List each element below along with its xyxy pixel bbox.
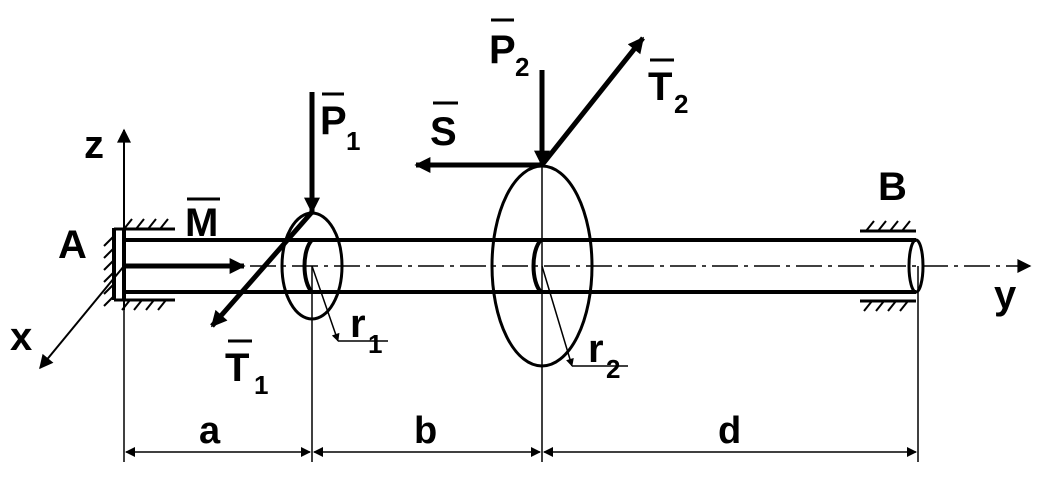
- extension-lines: [123, 70, 919, 462]
- label-radius-1-sub: 1: [368, 329, 382, 359]
- label-axis-y: y: [994, 273, 1017, 317]
- label-force-p2: P: [489, 28, 516, 72]
- label-force-p1: P: [320, 99, 347, 143]
- force-t1-arrow: [210, 210, 314, 328]
- force-t2-arrow: [540, 36, 645, 167]
- label-force-t2: T: [648, 65, 672, 109]
- label-dimension-b: b: [414, 410, 437, 452]
- label-force-t1-sub: 1: [254, 370, 268, 400]
- label-radius-2: r: [588, 327, 604, 371]
- label-radius-1: r: [350, 302, 366, 346]
- label-dimension-a: a: [199, 410, 221, 452]
- label-axis-x: x: [10, 315, 32, 359]
- label-force-p2-sub: 2: [515, 52, 529, 82]
- label-support-a: A: [58, 223, 87, 267]
- label-force-t1: T: [225, 346, 249, 390]
- support-a: [103, 218, 175, 311]
- label-force-t2-sub: 2: [674, 89, 688, 119]
- label-moment: M: [185, 201, 218, 245]
- support-b: [860, 220, 916, 312]
- label-force-p1-sub: 1: [346, 126, 360, 156]
- label-axis-z: z: [84, 123, 104, 167]
- label-radius-2-sub: 2: [606, 354, 620, 384]
- label-support-b: B: [878, 165, 907, 209]
- shaft: [122, 229, 925, 300]
- label-force-s: S: [430, 110, 457, 154]
- radius-2-leader: [541, 265, 628, 367]
- radius-1-leader: [311, 265, 388, 342]
- axis-x: [39, 265, 125, 370]
- label-dimension-d: d: [718, 410, 741, 452]
